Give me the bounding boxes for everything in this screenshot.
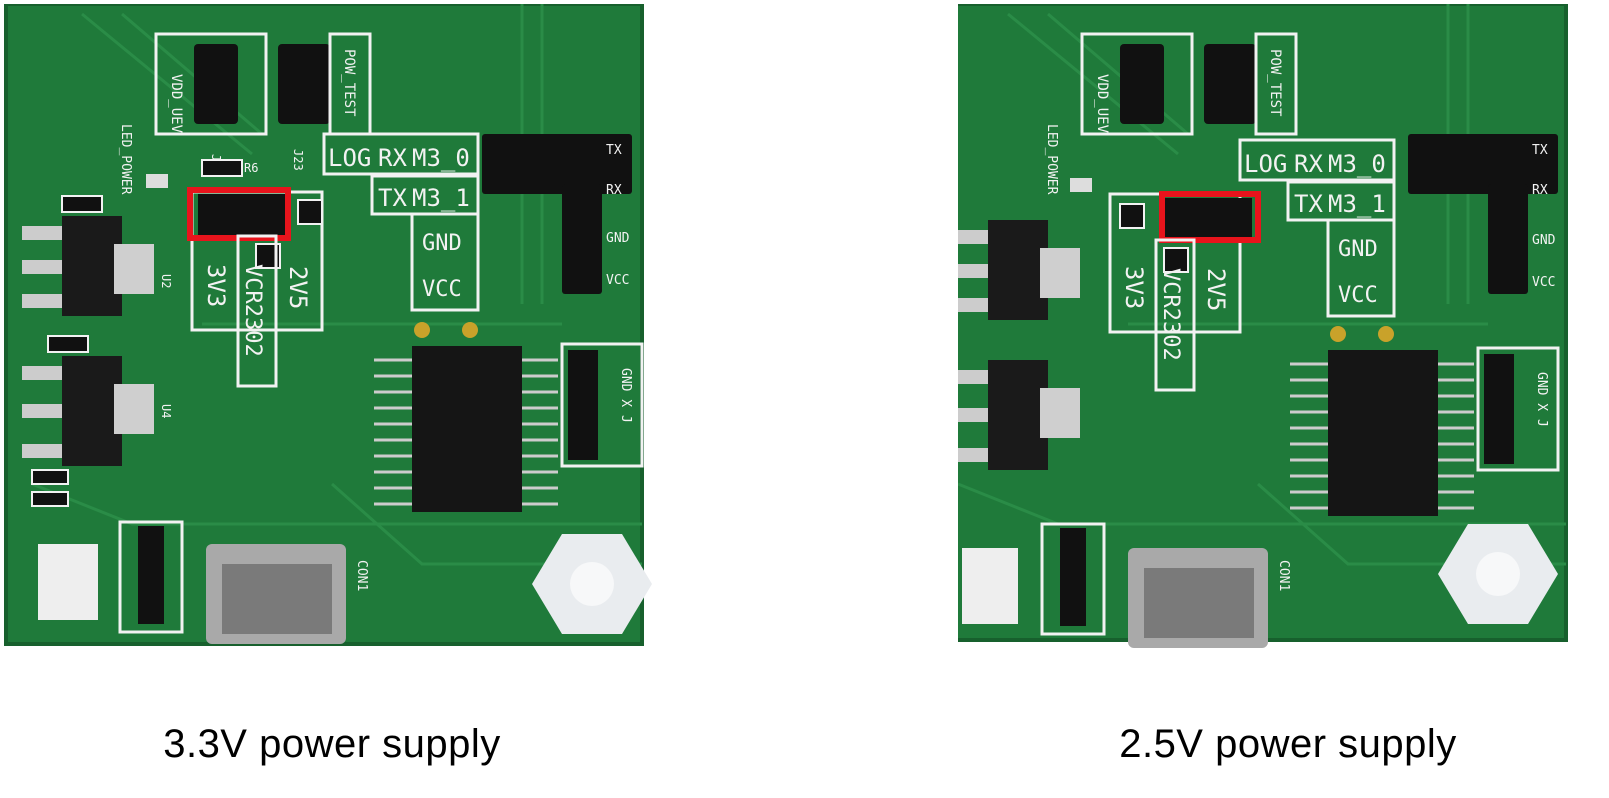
- pcb-photo: VDD_UEV POW_TEST J6 J23 LOG RX M3_0 TX M…: [4, 4, 652, 646]
- label-led-power: LED_POWER: [118, 124, 133, 195]
- chip-u3: [1328, 350, 1438, 516]
- label-vdd: VDD_UEV: [1094, 74, 1110, 134]
- label-pow: POW_TEST: [341, 49, 357, 117]
- label-vcr: VCR2302: [240, 264, 265, 357]
- label-led-power: LED_POWER: [1044, 124, 1059, 195]
- label-vcc: VCC: [1338, 283, 1378, 308]
- label-2v5: 2V5: [1202, 268, 1230, 311]
- label-tx: TX: [378, 184, 407, 212]
- label-log: LOG: [1244, 150, 1287, 178]
- highlight-box: [1159, 191, 1261, 243]
- header-j17: [482, 134, 632, 194]
- label-log: LOG: [328, 144, 371, 172]
- label-tx: TX: [1294, 190, 1323, 218]
- label-pow: POW_TEST: [1267, 49, 1283, 117]
- jumper-j23: [1204, 44, 1256, 124]
- regulator-u4: [988, 360, 1048, 470]
- led: [146, 174, 168, 188]
- diode-d3: [138, 526, 164, 624]
- connector-j12: [1484, 354, 1514, 464]
- jumper-j23: [278, 44, 330, 124]
- label-rx: RX: [1294, 150, 1323, 178]
- panel-2v5: VDD_UEV POW_TEST LOG RX M3_0 TX M3_1 GND…: [958, 0, 1609, 798]
- label-u2: U2: [159, 274, 173, 288]
- label-vcr: VCR2302: [1158, 268, 1183, 361]
- diode-d3: [1060, 528, 1086, 626]
- regulator-u2: [62, 216, 122, 316]
- label-gndx: GND X J: [618, 368, 633, 423]
- label-3v3: 3V3: [202, 264, 230, 307]
- label-vdd: VDD_UEV: [168, 74, 184, 134]
- label-vcc: VCC: [422, 277, 462, 302]
- label-rx: RX: [378, 144, 407, 172]
- jumper-j6: [1120, 44, 1164, 124]
- regulator-u4: [62, 356, 122, 466]
- label-rx-right: RX: [606, 183, 622, 198]
- pcb-photo: VDD_UEV POW_TEST LOG RX M3_0 TX M3_1 GND…: [958, 4, 1568, 648]
- label-2v5: 2V5: [284, 266, 312, 309]
- panel-3v3: VDD_UEV POW_TEST J6 J23 LOG RX M3_0 TX M…: [2, 0, 662, 798]
- jumper-j6: [194, 44, 238, 124]
- label-gnd-right: GND: [606, 231, 630, 246]
- label-tx-right: TX: [1532, 143, 1548, 158]
- label-con1: CON1: [354, 560, 369, 591]
- connector-j10: [38, 544, 98, 620]
- connector-j10: [962, 548, 1018, 624]
- label-vcc-right: VCC: [606, 273, 629, 288]
- label-gnd: GND: [422, 231, 462, 256]
- jumper-j22: [1164, 198, 1252, 240]
- label-gndx: GND X J: [1534, 372, 1549, 427]
- label-gnd-right: GND: [1532, 233, 1556, 248]
- label-3v3: 3V3: [1120, 266, 1148, 309]
- caption-2v5: 2.5V power supply: [1119, 722, 1457, 766]
- label-con1: CON1: [1276, 560, 1291, 591]
- label-u4: U4: [159, 404, 173, 418]
- connector-j12: [568, 350, 598, 460]
- label-tx-right: TX: [606, 143, 622, 158]
- caption-3v3: 3.3V power supply: [163, 722, 501, 766]
- label-m3-0: M3_0: [412, 144, 470, 172]
- chip-u3: [412, 346, 522, 512]
- label-vcc-right: VCC: [1532, 275, 1555, 290]
- regulator-u2: [988, 220, 1048, 320]
- label-m3-0: M3_0: [1328, 150, 1386, 178]
- label-r6: R6: [244, 161, 258, 175]
- header-j16: [1488, 184, 1528, 294]
- header-j17: [1408, 134, 1558, 194]
- label-m3-1: M3_1: [412, 184, 470, 212]
- jumper-j22: [198, 194, 286, 236]
- header-j16: [562, 184, 602, 294]
- label-j23: J23: [291, 149, 305, 171]
- label-rx-right: RX: [1532, 183, 1548, 198]
- label-gnd: GND: [1338, 237, 1378, 262]
- led: [1070, 178, 1092, 192]
- label-m3-1: M3_1: [1328, 190, 1386, 218]
